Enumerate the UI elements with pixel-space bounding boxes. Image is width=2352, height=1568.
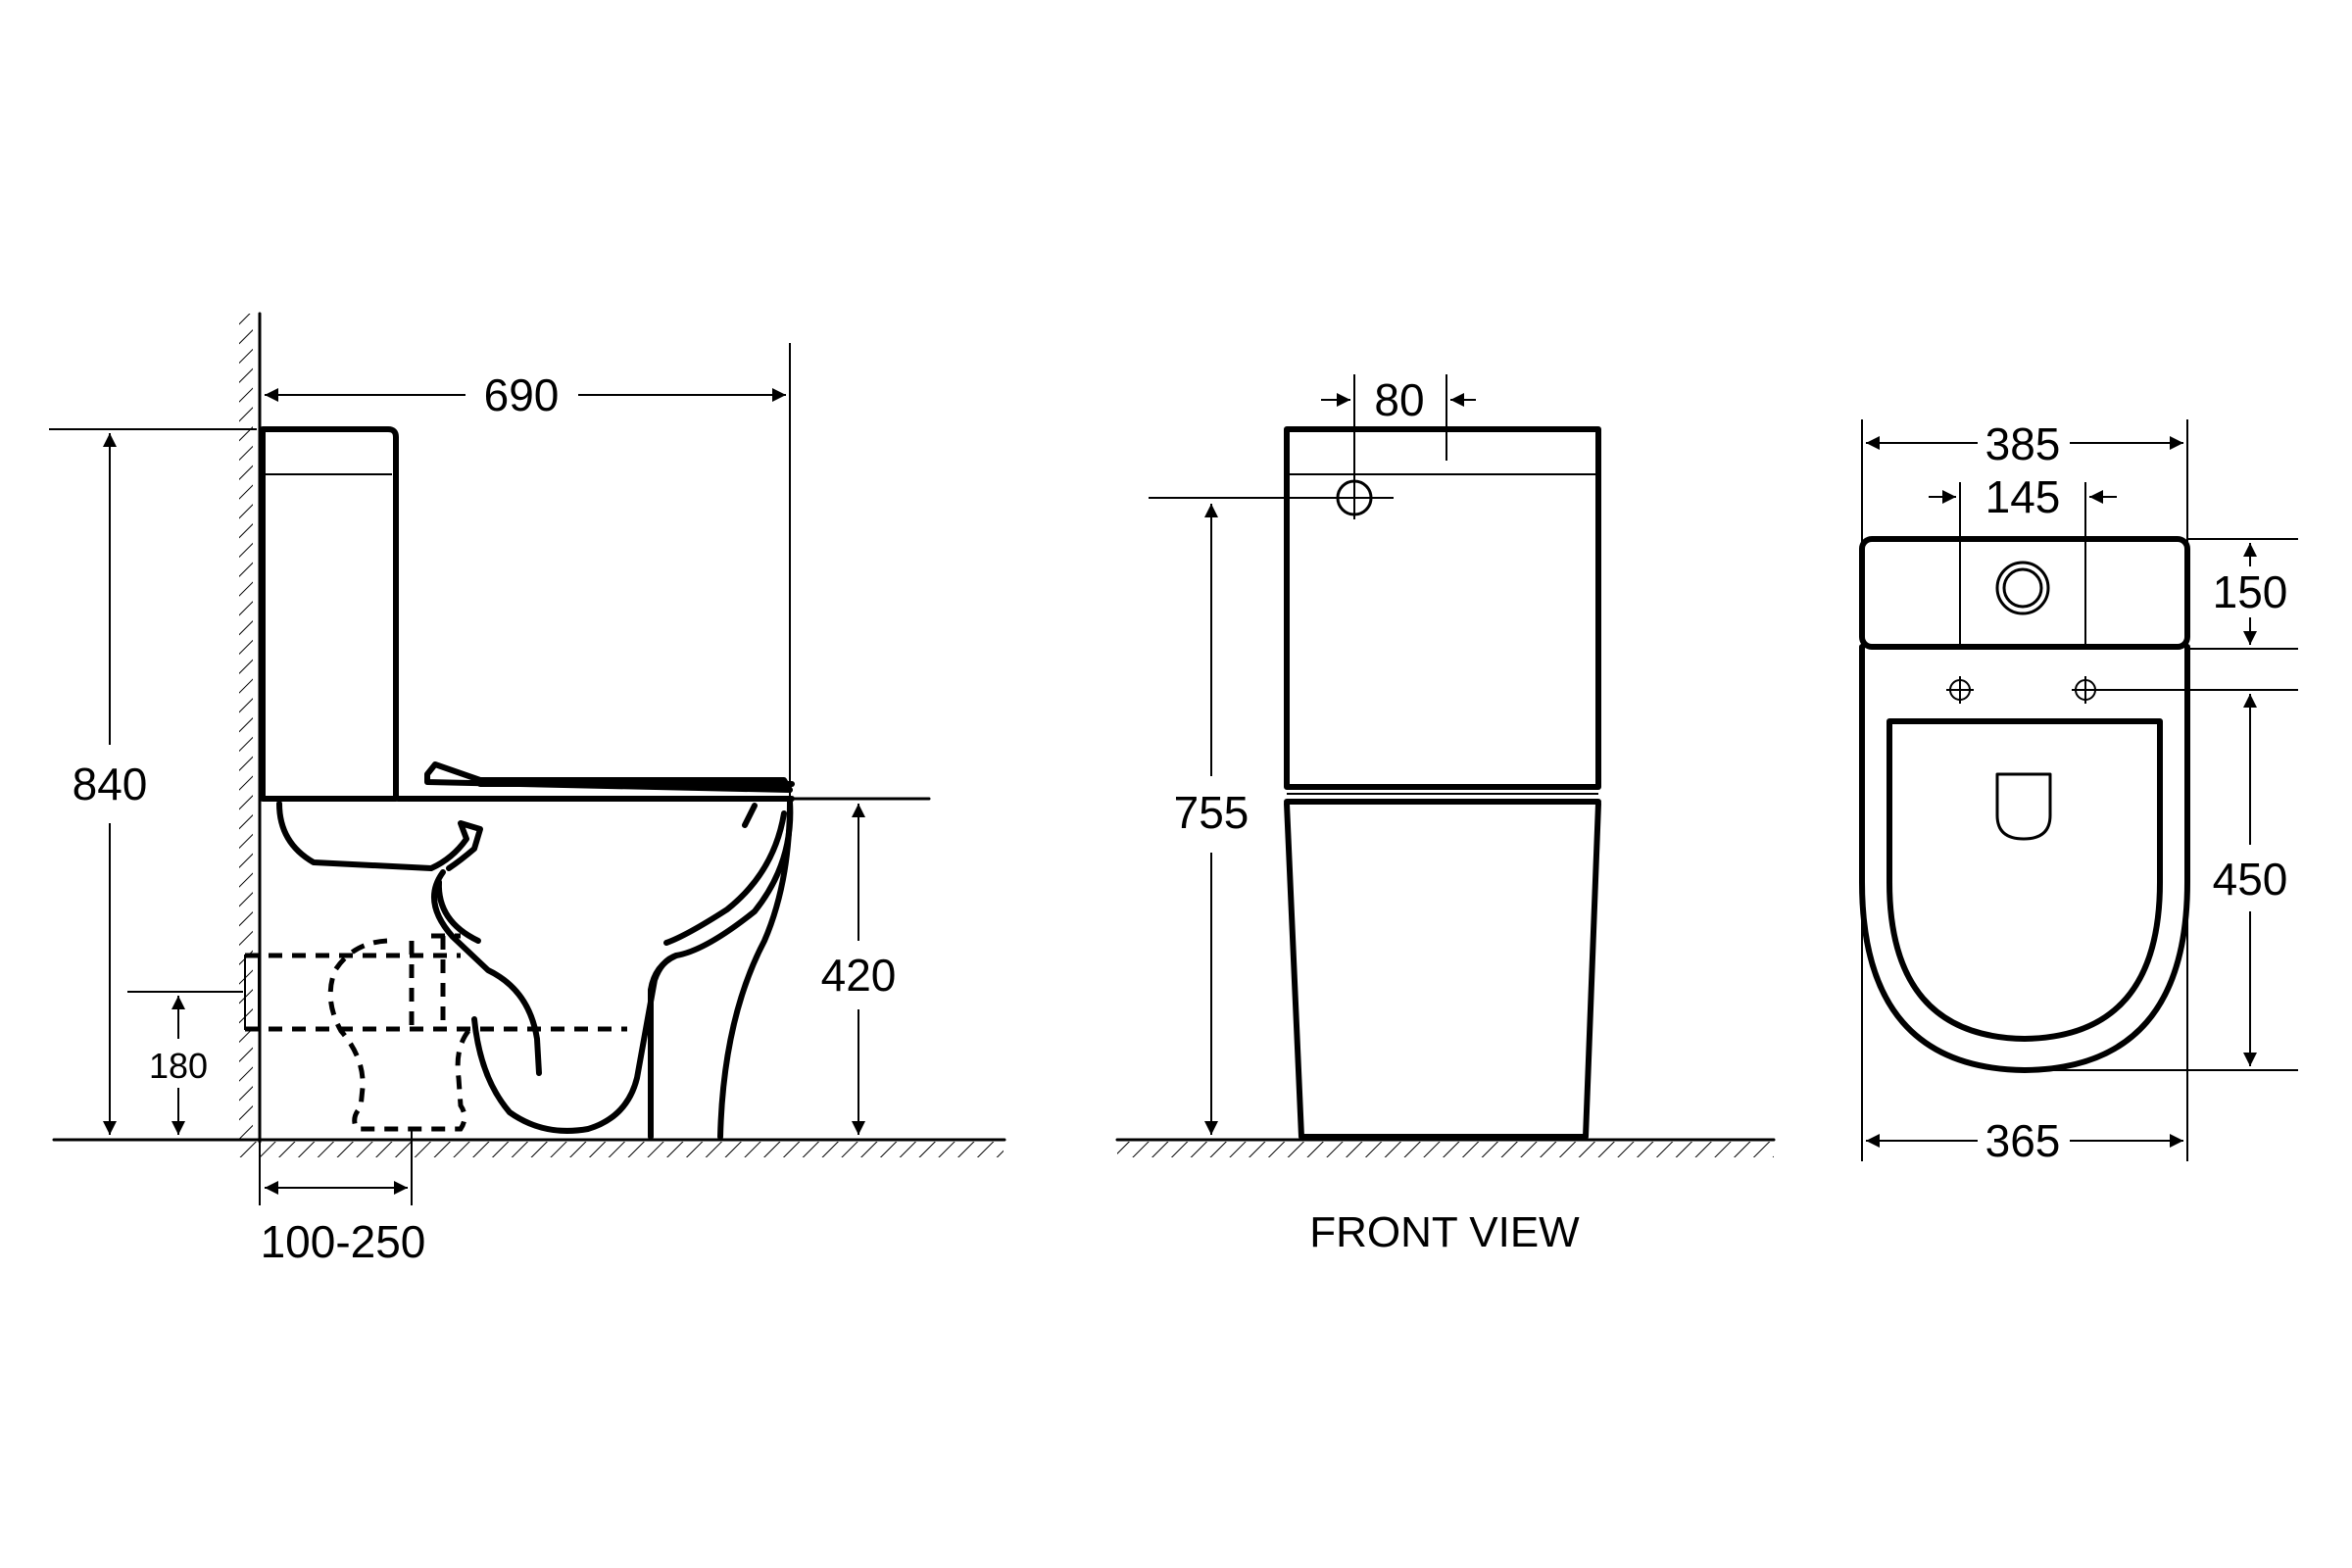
dim-365: 365 [1866, 1115, 2183, 1166]
dim-80: 80 [1321, 374, 1476, 485]
bowl-inner [663, 810, 787, 946]
dim-385: 385 [1861, 418, 2188, 1161]
top-seat [1886, 718, 2163, 1042]
dim-180: 180 [127, 991, 243, 1135]
bowl-rim-tab [742, 803, 758, 828]
dim-180-label: 180 [149, 1046, 208, 1086]
floor-hatching-front [1117, 1142, 1774, 1157]
hinge-mark-left-icon [1946, 676, 1974, 704]
side-view: 690 840 180 420 100-250 [49, 312, 1006, 1267]
dim-755: 755 [1174, 504, 1250, 1135]
dim-80-label: 80 [1374, 374, 1424, 425]
front-view: 80 755 FRONT VIEW [1115, 374, 1776, 1256]
dim-150: 150 [2187, 538, 2298, 650]
top-tank [1859, 536, 2190, 650]
bowl-bottom [471, 953, 679, 1134]
top-bowl-outer [1859, 644, 2190, 1073]
dim-755-label: 755 [1174, 787, 1250, 838]
dashed-drain [245, 933, 627, 1132]
dim-420: 420 [821, 804, 897, 1135]
front-bowl-body [1284, 801, 1601, 1140]
drain-pipe-wall-stub [244, 955, 260, 1030]
dim-145: 145 [1929, 471, 2117, 539]
trapway-outer [431, 869, 542, 1076]
inlet-symbol [1149, 474, 1394, 519]
dim-100-250: 100-250 [259, 1129, 426, 1267]
tank-bowl-connection [276, 801, 483, 871]
dim-450-label: 450 [2213, 854, 2288, 905]
wall-hatching [239, 314, 253, 1142]
dim-690-label: 690 [484, 369, 560, 420]
top-view: 385 145 150 450 365 [1859, 418, 2298, 1166]
dim-150-label: 150 [2213, 566, 2288, 617]
dim-840: 840 [49, 428, 257, 1135]
dim-450: 450 [2025, 694, 2298, 1071]
dim-840-label: 840 [73, 759, 148, 809]
trapway-inner [435, 879, 481, 944]
flush-button-icon [1995, 561, 2050, 615]
bowl-outer [648, 799, 794, 1140]
seat-hinge [424, 761, 793, 793]
dim-365-label: 365 [1985, 1115, 2061, 1166]
hinge-mark-right-icon [2072, 676, 2298, 704]
pedestal-front [717, 799, 793, 1140]
cistern-outline [260, 426, 399, 802]
floor-hatching-side [239, 1142, 1004, 1157]
dim-420-label: 420 [821, 950, 897, 1001]
dim-145-label: 145 [1985, 471, 2061, 522]
dim-690: 690 [265, 343, 791, 799]
top-drain-opening [1995, 772, 2052, 841]
front-cistern [1284, 426, 1601, 790]
front-view-caption: FRONT VIEW [1309, 1208, 1580, 1256]
dim-385-label: 385 [1985, 418, 2061, 469]
dim-100-250-label: 100-250 [261, 1216, 426, 1267]
